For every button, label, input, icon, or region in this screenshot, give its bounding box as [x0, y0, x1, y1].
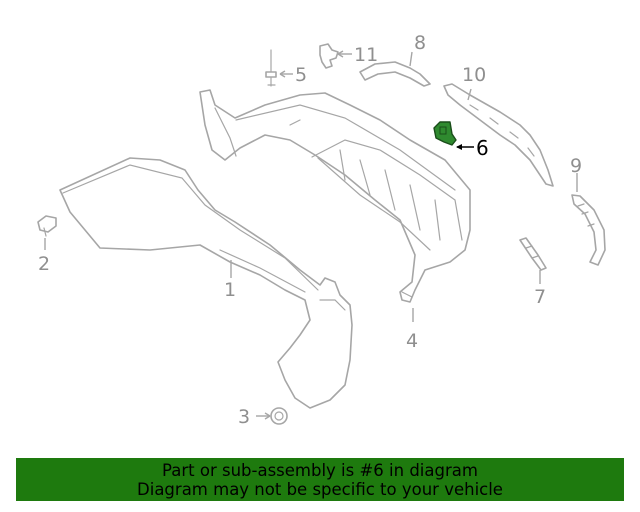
part-8-trim	[359, 51, 431, 87]
callout-2: 2	[38, 253, 50, 275]
banner-line-2: Diagram may not be specific to your vehi…	[137, 480, 503, 499]
part-10-valance	[443, 83, 554, 187]
callout-1: 1	[224, 279, 236, 301]
part-2-screw	[37, 215, 57, 250]
part-5-pin	[265, 49, 293, 87]
callout-5: 5	[295, 64, 307, 86]
callout-10: 10	[462, 64, 486, 86]
parts-diagram: 5 11 8 10 6 9 7	[37, 32, 606, 428]
part-7-bracket	[519, 237, 547, 284]
part-11-clip	[319, 43, 352, 69]
callout-4: 4	[406, 330, 418, 352]
callout-7: 7	[534, 286, 546, 308]
callout-3: 3	[238, 406, 250, 428]
callout-11: 11	[354, 44, 378, 66]
part-3-nut	[256, 407, 288, 425]
part-9-side-bracket	[571, 173, 606, 266]
callout-8: 8	[414, 32, 426, 54]
callout-6: 6	[476, 136, 489, 160]
part-6-bracket	[433, 121, 474, 150]
part-4-absorber	[199, 89, 471, 303]
banner-line-1: Part or sub-assembly is #6 in diagram	[162, 461, 478, 480]
part-1-bumper-cover	[59, 157, 353, 409]
info-banner: Part or sub-assembly is #6 in diagram Di…	[16, 458, 624, 501]
callout-9: 9	[570, 155, 582, 177]
